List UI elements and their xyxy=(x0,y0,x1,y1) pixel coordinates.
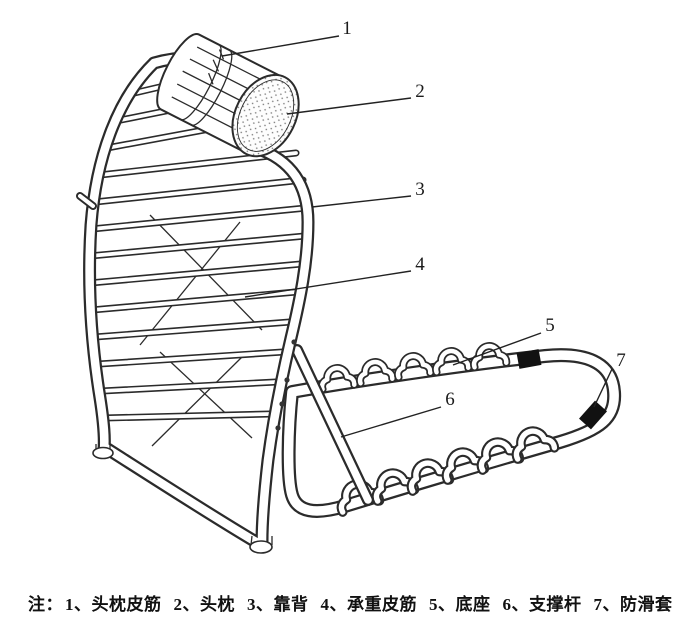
callout-number-1: 1 xyxy=(342,18,352,39)
caption-item-5: 5、底座 xyxy=(429,595,491,614)
callout-number-4: 4 xyxy=(415,254,425,275)
caption-item-3: 3、靠背 xyxy=(247,595,309,614)
caption-item-2: 2、头枕 xyxy=(173,595,235,614)
caption-prefix: 注： xyxy=(28,595,63,614)
leader-line-1 xyxy=(221,35,340,57)
anti-slip-sleeves xyxy=(516,349,607,430)
hinge-bolts xyxy=(275,339,297,431)
caption-item-7: 7、防滑套 xyxy=(593,595,673,614)
callout-number-3: 3 xyxy=(415,179,425,200)
callout-number-2: 2 xyxy=(415,81,425,102)
callout-number-5: 5 xyxy=(545,315,555,336)
callout-number-7: 7 xyxy=(616,350,626,371)
leader-line-7 xyxy=(593,368,613,408)
anti-slip-sleeve-1 xyxy=(516,349,542,369)
leader-line-5 xyxy=(452,332,542,366)
leader-line-3 xyxy=(311,195,412,208)
caption-item-1: 1、头枕皮筋 xyxy=(65,595,162,614)
leader-line-4 xyxy=(244,270,412,298)
frame-feet xyxy=(92,444,273,554)
leader-lines xyxy=(221,35,613,438)
headrest-elastic-band xyxy=(180,43,233,126)
figure-caption: 注：1、头枕皮筋 2、头枕 3、靠背 4、承重皮筋 5、底座 6、支撑杆 7、防滑套 xyxy=(28,590,688,615)
caption-item-4: 4、承重皮筋 xyxy=(320,595,417,614)
right-foot xyxy=(249,540,273,554)
leader-line-6 xyxy=(340,406,442,438)
headrest-face-rim xyxy=(236,79,295,152)
leader-line-2 xyxy=(286,97,412,115)
headrest-staves xyxy=(171,46,277,138)
caption-item-6: 6、支撑杆 xyxy=(502,595,582,614)
headrest xyxy=(156,33,300,158)
left-foot xyxy=(92,446,114,460)
figure-drawing: 1 2 3 4 5 6 7 xyxy=(0,18,626,554)
anti-slip-sleeve-2 xyxy=(579,400,607,430)
callout-numbers: 1 2 3 4 5 6 7 xyxy=(342,18,626,410)
callout-number-6: 6 xyxy=(445,389,455,410)
